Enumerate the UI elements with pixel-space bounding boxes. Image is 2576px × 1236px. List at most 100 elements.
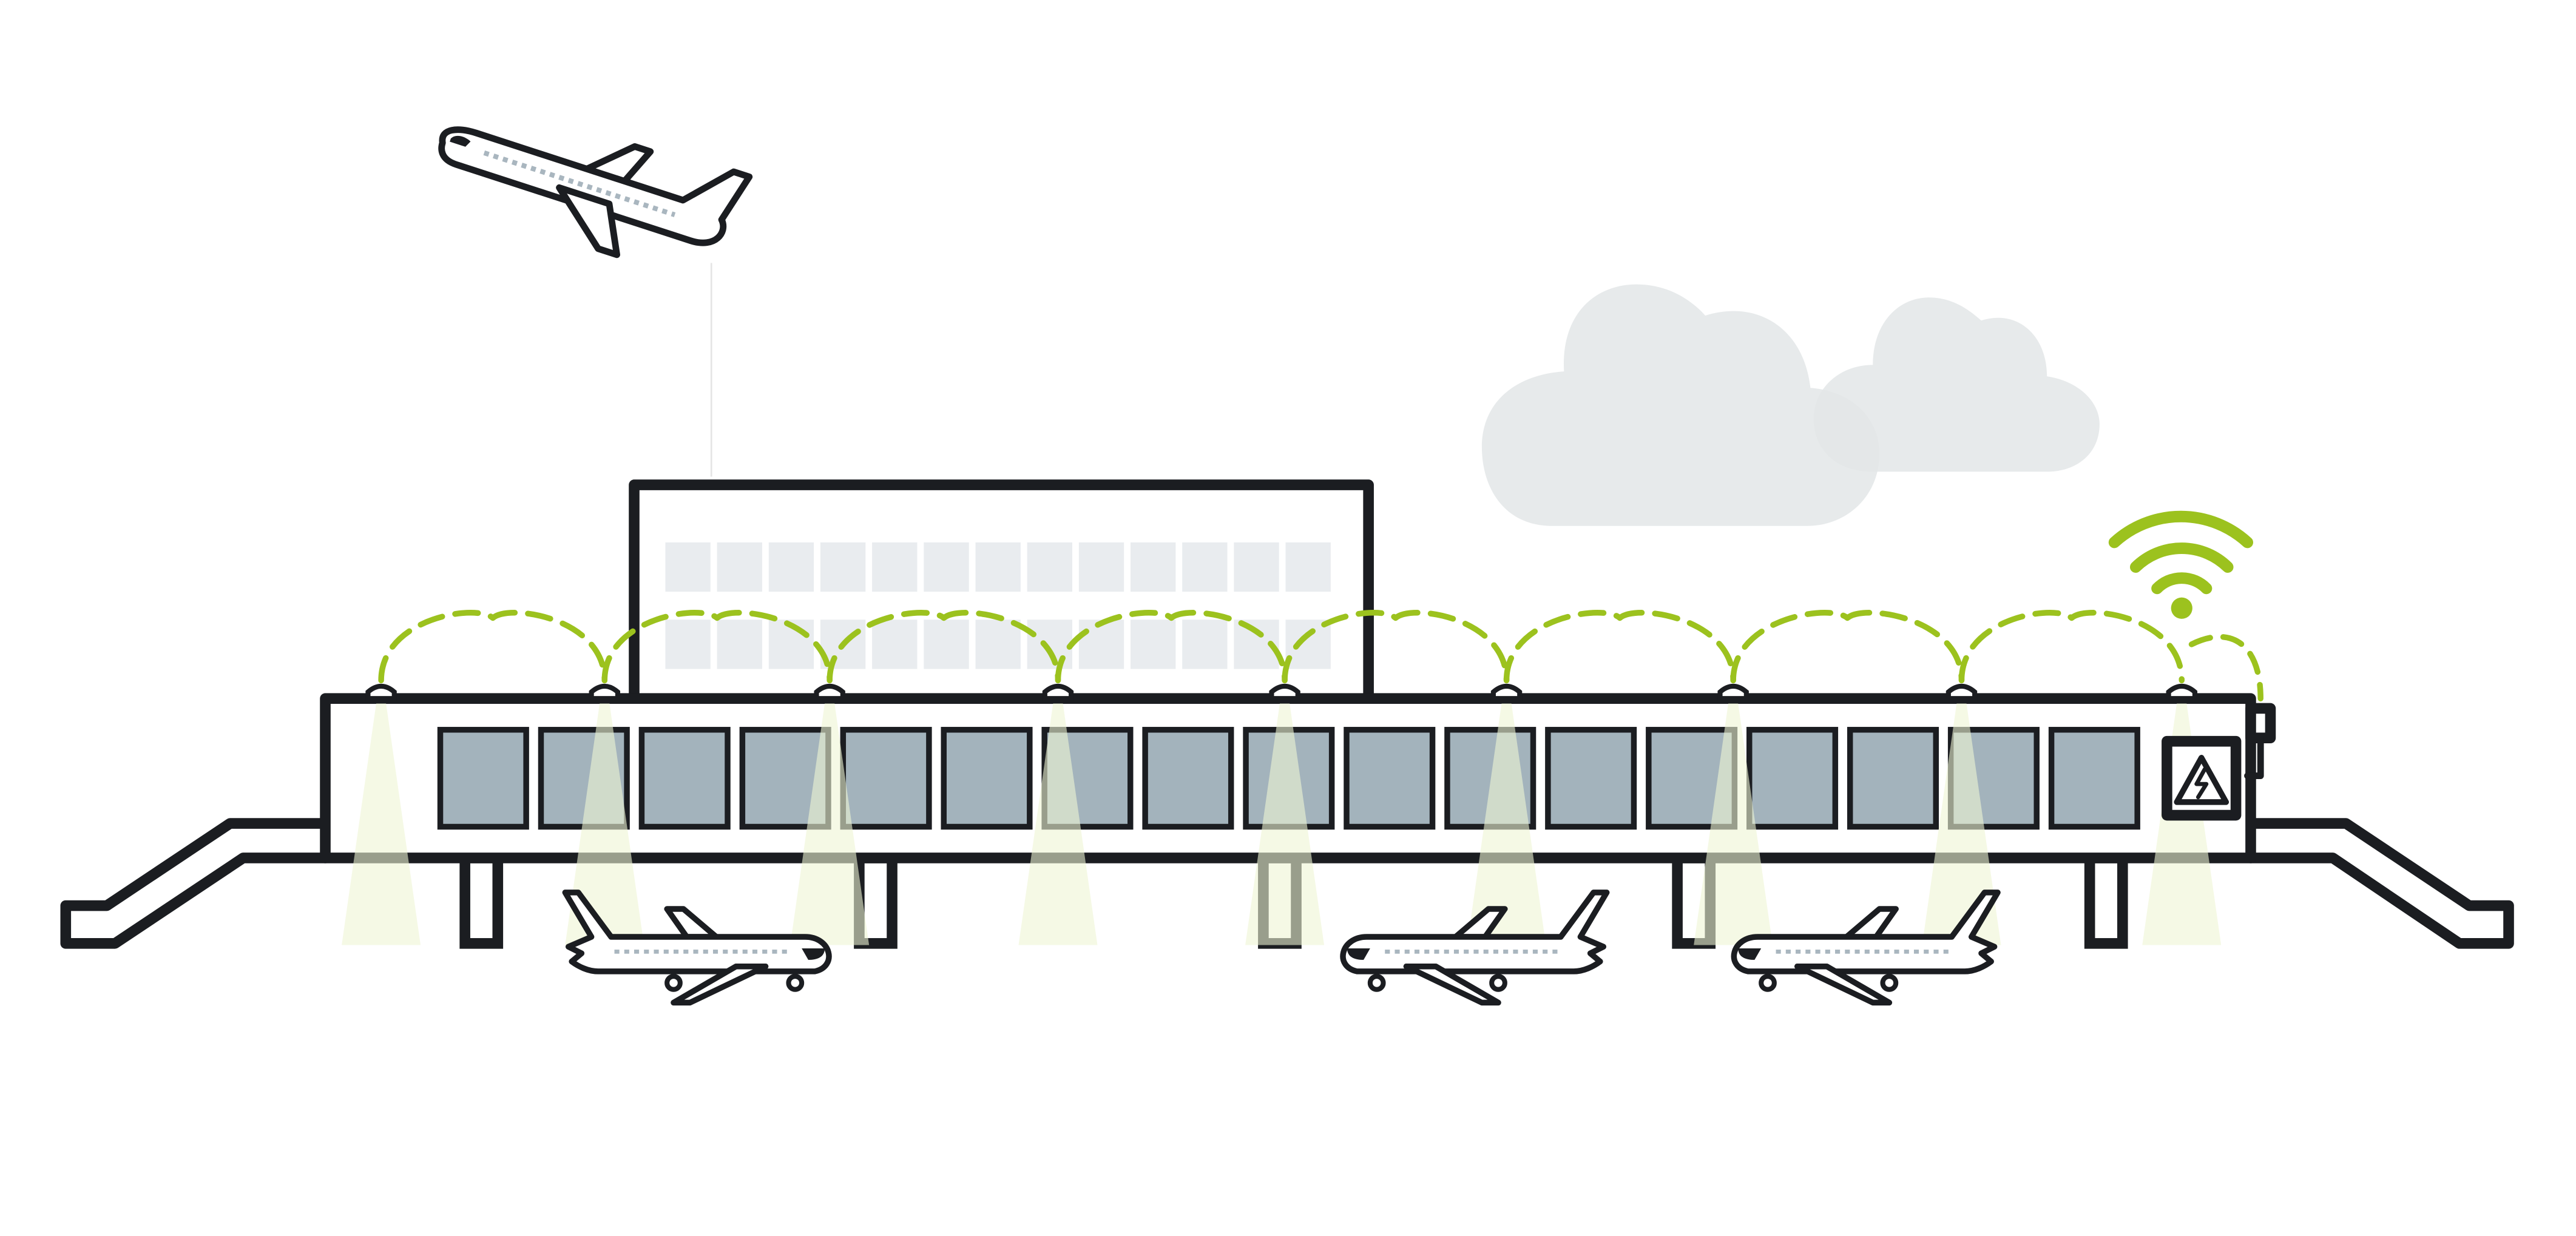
airplane-takeoff-icon: [438, 126, 753, 258]
wifi-arc-inner: [2151, 572, 2213, 595]
light-beam: [1245, 703, 1325, 945]
landing-gear: [1367, 973, 1386, 992]
light-beam: [1922, 703, 2001, 945]
parked-plane-wing-far: [664, 906, 720, 940]
office-window: [820, 542, 866, 592]
light-beam: [1018, 703, 1098, 945]
parked-airplanes: [562, 890, 2001, 1006]
landing-gear: [1489, 973, 1507, 992]
terminal-window: [1847, 726, 1939, 830]
office-window: [872, 542, 918, 592]
support-pillar: [2084, 853, 2128, 949]
mesh-link: [1282, 610, 1510, 684]
mesh-link: [1503, 610, 1736, 684]
flying-plane-wing-near: [556, 184, 620, 258]
office-window: [1078, 620, 1124, 669]
flying-plane-nose-window: [450, 135, 471, 147]
office-window: [665, 620, 711, 669]
mesh-link: [378, 610, 608, 684]
landing-gear: [1759, 973, 1777, 992]
light-beam: [1467, 703, 1546, 945]
sensor-node-icon: [1042, 683, 1074, 701]
terminal-window: [638, 726, 731, 830]
mesh-link: [2188, 633, 2263, 701]
sensor-node-icon: [365, 683, 397, 701]
office-window: [1285, 620, 1331, 669]
office-window: [1027, 542, 1073, 592]
sensor-node-icon: [814, 683, 845, 701]
left-walkway-ramp: [60, 818, 331, 949]
support-pillar: [459, 853, 504, 949]
light-beam: [342, 703, 421, 945]
office-window: [872, 620, 918, 669]
terminal-window: [1344, 726, 1436, 830]
office-window: [924, 542, 969, 592]
mesh-link: [1730, 610, 1965, 684]
terminal-window: [2048, 726, 2140, 830]
cloud-icon: [1481, 284, 1880, 526]
office-window: [975, 620, 1021, 669]
parked-plane-wing-near: [1794, 964, 1893, 1006]
warning-triangle: [2174, 755, 2229, 805]
parked-plane-nose-window: [1347, 948, 1370, 960]
wifi-arc-middle: [2129, 542, 2234, 573]
landing-gear: [664, 973, 683, 992]
sensor-light-beams: [342, 703, 2222, 945]
sensor-node-icon: [1717, 683, 1749, 701]
power-box-plug: [2245, 703, 2276, 744]
light-beam: [2142, 703, 2222, 945]
terminal-window: [1746, 726, 1839, 830]
terminal-window: [1142, 726, 1234, 830]
office-window: [1182, 542, 1228, 592]
sensor-node-icon: [1269, 683, 1300, 701]
office-window: [1234, 542, 1279, 592]
sensor-node-icon: [1946, 683, 1978, 701]
office-window: [1182, 620, 1228, 669]
sensor-node-icon: [2166, 683, 2197, 701]
terminal-window: [437, 726, 529, 830]
sensor-node-icon: [589, 683, 620, 701]
wifi-icon: [2108, 510, 2254, 619]
office-window: [924, 620, 969, 669]
landing-gear: [1880, 973, 1899, 992]
office-window: [768, 542, 814, 592]
wifi-dot: [2171, 597, 2192, 619]
office-window: [1131, 620, 1176, 669]
lightning-bolt: [2194, 767, 2209, 800]
mesh-link: [1958, 610, 2185, 684]
right-walkway-ramp: [2245, 818, 2514, 949]
ceiling-sensors: [365, 683, 2197, 701]
light-beam: [790, 703, 870, 945]
wireless-mesh-links: [378, 610, 2263, 701]
airplane-icon: [562, 890, 832, 1006]
mesh-link: [827, 610, 1061, 684]
mesh-link: [601, 610, 833, 684]
office-building: [629, 479, 1374, 712]
light-beam: [565, 703, 644, 945]
office-window: [717, 620, 762, 669]
clouds: [1481, 284, 2100, 526]
office-building-windows: [665, 542, 1331, 669]
parked-plane-wing-far: [1844, 906, 1899, 940]
sensor-node-icon: [1490, 683, 1523, 701]
airplane-icon: [1340, 890, 1610, 1006]
terminal-window: [941, 726, 1033, 830]
office-window: [975, 542, 1021, 592]
office-window: [717, 542, 762, 592]
power-cable: [2244, 734, 2264, 779]
terminal-window: [1545, 726, 1637, 830]
office-window: [1027, 620, 1073, 669]
office-window: [1131, 542, 1176, 592]
office-window: [665, 542, 711, 592]
parked-plane-wing-near: [1403, 964, 1501, 1006]
cloud-icon: [1813, 297, 2100, 472]
high-voltage-warning-icon: [2162, 703, 2276, 821]
terminal-window: [840, 726, 932, 830]
office-window: [1078, 542, 1124, 592]
flying-plane-window-row: [483, 150, 676, 217]
parked-plane-nose-window: [802, 948, 825, 960]
airplane-icon: [1731, 890, 2001, 1006]
office-window: [1285, 542, 1331, 592]
mesh-link: [1055, 610, 1288, 684]
